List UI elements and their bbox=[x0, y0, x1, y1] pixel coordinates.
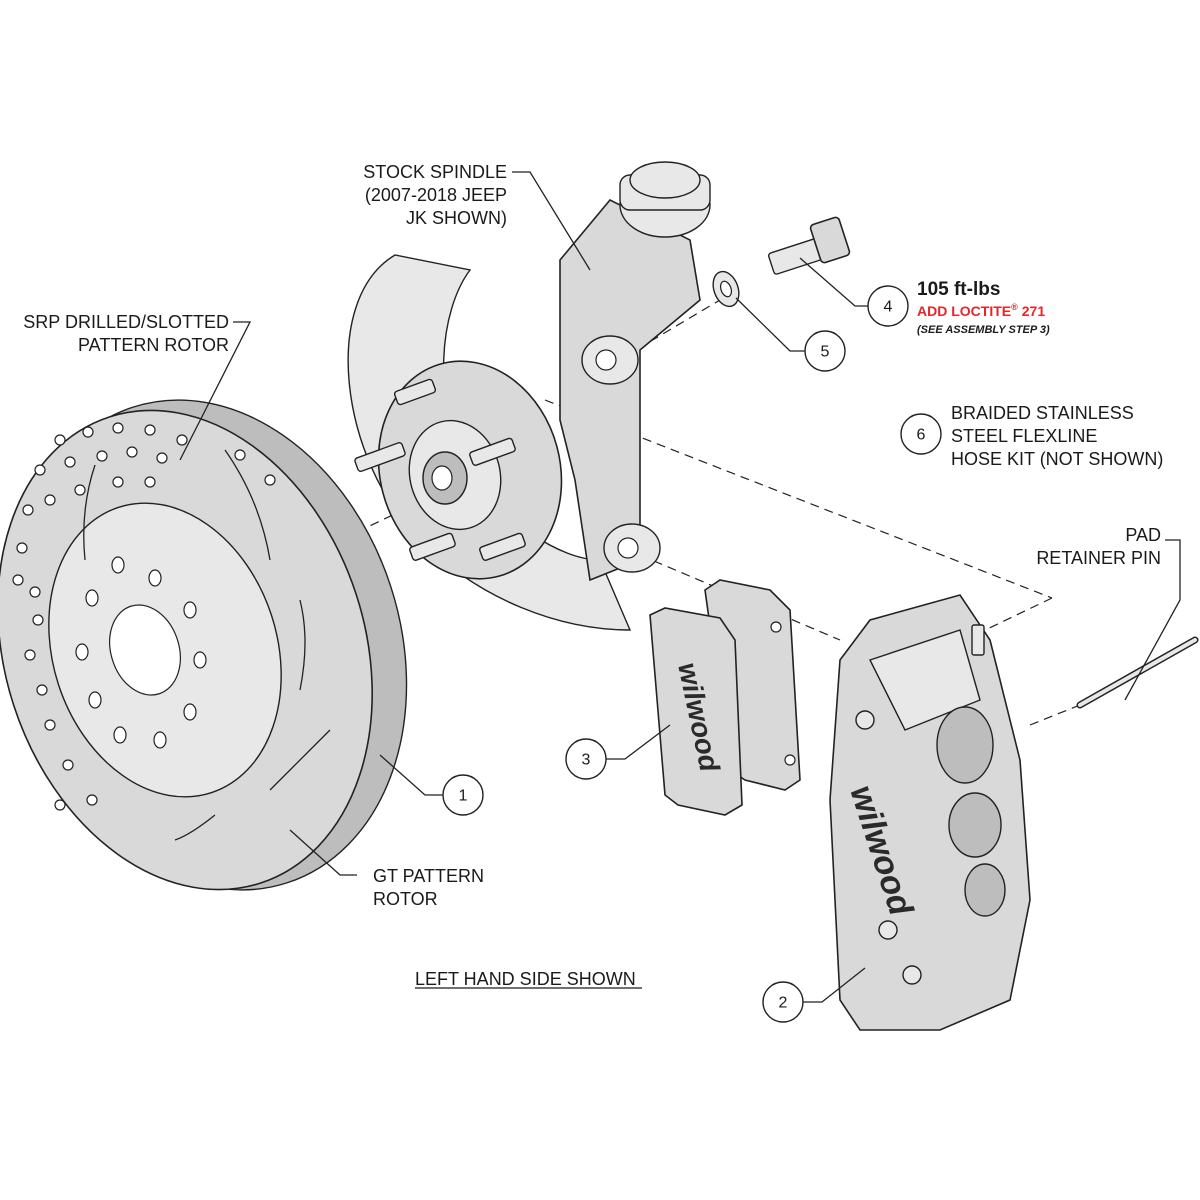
rotor-lug-holes bbox=[75, 556, 207, 749]
pad-retainer-pin bbox=[1076, 636, 1199, 709]
callout-6: 6 bbox=[900, 413, 942, 455]
upper-ball-joint-top bbox=[629, 161, 701, 199]
pad-pin-line-2: RETAINER PIN bbox=[1036, 548, 1161, 568]
stock-spindle bbox=[347, 161, 711, 631]
knuckle-body bbox=[559, 199, 701, 582]
wheel-stud bbox=[469, 437, 516, 466]
srp-rotor-line-2: PATTERN ROTOR bbox=[78, 335, 229, 355]
caliper-body bbox=[829, 594, 1031, 1031]
flexline-line-3: HOSE KIT (NOT SHOWN) bbox=[951, 449, 1163, 469]
callout-4: 4 bbox=[867, 285, 909, 327]
lug-hole bbox=[153, 731, 167, 749]
srp-rotor-leader bbox=[179, 321, 252, 461]
stock-spindle-label: STOCK SPINDLE (2007-2018 JEEP JK SHOWN) bbox=[363, 162, 507, 228]
piston-bore-upper bbox=[936, 706, 994, 784]
loctite-note: ADD LOCTITE®271 bbox=[917, 302, 1045, 319]
callout-5-number: 5 bbox=[821, 344, 830, 361]
wheel-stud bbox=[409, 532, 456, 561]
caliper-bridge bbox=[869, 629, 981, 731]
callout-5-leader bbox=[735, 297, 806, 352]
leader-lines bbox=[179, 171, 1181, 1003]
caliper-bolt bbox=[878, 920, 898, 940]
torque-value: 105 ft-lbs bbox=[917, 279, 1000, 300]
lug-hole bbox=[183, 703, 197, 721]
gt-rotor-line-2: ROTOR bbox=[373, 889, 438, 909]
flexline-line-1: BRAIDED STAINLESS bbox=[951, 403, 1134, 423]
srp-rotor-line-1: SRP DRILLED/SLOTTED bbox=[23, 312, 229, 332]
piston-bore-lower bbox=[964, 863, 1006, 917]
callout-6-number: 6 bbox=[917, 427, 926, 444]
rotor-slots bbox=[83, 449, 331, 841]
mount-hole-lower bbox=[617, 537, 639, 559]
left-hand-side-note: LEFT HAND SIDE SHOWN bbox=[415, 969, 636, 989]
flexline-line-2: STEEL FLEXLINE bbox=[951, 426, 1097, 446]
rotor-drilled-holes bbox=[12, 422, 276, 811]
torque-spec: 105 ft-lbs ADD LOCTITE®271 (SEE ASSEMBLY… bbox=[917, 279, 1050, 336]
lug-hole bbox=[85, 589, 99, 607]
wheel-stud bbox=[393, 378, 437, 406]
lug-hole bbox=[88, 691, 102, 709]
lug-hole bbox=[75, 643, 89, 661]
gt-rotor-leader bbox=[289, 829, 357, 876]
bleeder-screw bbox=[971, 624, 985, 656]
lug-hole bbox=[193, 651, 207, 669]
pad-pin-hole bbox=[784, 754, 796, 766]
piston-bore-middle bbox=[948, 792, 1002, 858]
rotor bbox=[0, 399, 408, 891]
lug-hole bbox=[183, 601, 197, 619]
caliper-bolt bbox=[902, 965, 922, 985]
wheel-stud bbox=[479, 532, 526, 561]
stock-spindle-line-2: (2007-2018 JEEP bbox=[365, 185, 507, 205]
callout-2-leader bbox=[803, 967, 866, 1003]
mount-hole-upper bbox=[595, 349, 617, 371]
side-note: LEFT HAND SIDE SHOWN bbox=[415, 969, 642, 989]
bolt-head bbox=[809, 216, 851, 264]
pad-pin-label: PAD RETAINER PIN bbox=[1036, 525, 1161, 568]
lug-hole bbox=[113, 726, 127, 744]
pad-front bbox=[649, 607, 743, 816]
caliper-bolt bbox=[855, 710, 875, 730]
callout-1-number: 1 bbox=[459, 788, 468, 805]
caliper: wilwood bbox=[829, 594, 1031, 1031]
flexline-label: BRAIDED STAINLESS STEEL FLEXLINE HOSE KI… bbox=[951, 403, 1163, 469]
washer bbox=[712, 270, 740, 308]
callout-3-number: 3 bbox=[582, 752, 591, 769]
callout-4-number: 4 bbox=[884, 299, 893, 316]
stock-spindle-line-1: STOCK SPINDLE bbox=[363, 162, 507, 182]
spindle-leader bbox=[512, 171, 591, 271]
callout-2-number: 2 bbox=[779, 995, 788, 1012]
lug-hole bbox=[111, 556, 125, 574]
pad-pin-hole bbox=[770, 621, 782, 633]
callout-1: 1 bbox=[442, 774, 484, 816]
srp-rotor-label: SRP DRILLED/SLOTTED PATTERN ROTOR bbox=[23, 312, 229, 355]
gt-rotor-line-1: GT PATTERN bbox=[373, 866, 484, 886]
callout-5: 5 bbox=[804, 330, 846, 372]
washer-hole bbox=[719, 280, 733, 298]
rotor-center-bore bbox=[109, 604, 181, 696]
callout-4-leader bbox=[799, 257, 868, 307]
callout-1-leader bbox=[379, 754, 443, 796]
callout-2: 2 bbox=[762, 981, 804, 1023]
stock-spindle-line-3: JK SHOWN) bbox=[406, 208, 507, 228]
brake-pads: wilwood bbox=[649, 579, 801, 816]
axle-end bbox=[431, 465, 453, 491]
wheel-studs bbox=[354, 378, 526, 561]
pad-pin-line-1: PAD bbox=[1125, 525, 1161, 545]
callout-3-leader bbox=[603, 724, 671, 760]
mounting-bolt bbox=[768, 216, 851, 275]
lug-hole bbox=[148, 569, 162, 587]
callout-3: 3 bbox=[565, 738, 607, 780]
wheel-stud bbox=[354, 442, 406, 472]
pin-axis bbox=[1029, 704, 1081, 726]
pin-leader bbox=[1124, 539, 1181, 701]
assembly-step-note: (SEE ASSEMBLY STEP 3) bbox=[917, 324, 1050, 336]
gt-rotor-label: GT PATTERN ROTOR bbox=[373, 866, 484, 909]
